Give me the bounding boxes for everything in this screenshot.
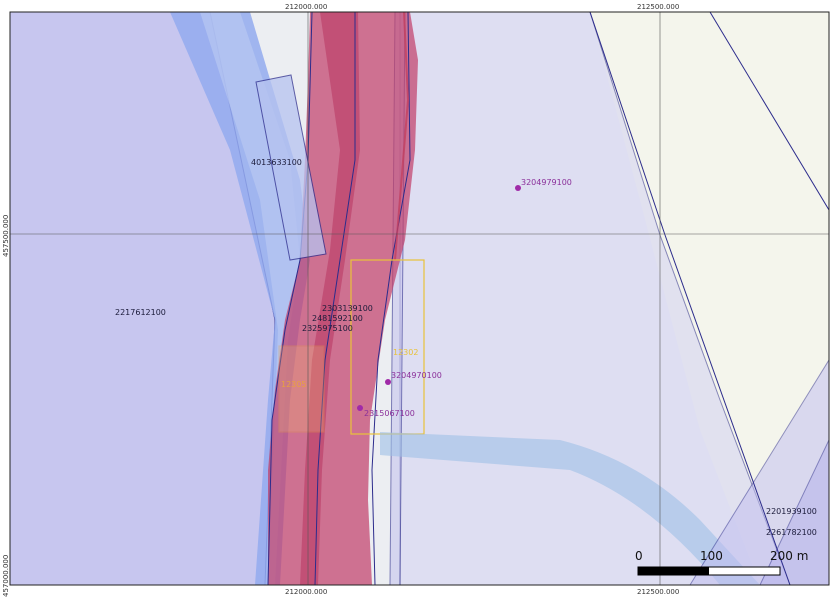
point-3204979100[interactable] — [515, 185, 521, 191]
parcel-label: 2303139100 — [322, 304, 373, 313]
coord-top-left: 212000.000 — [285, 3, 327, 11]
coord-bottom-left: 212000.000 — [285, 588, 327, 596]
parcel-boundary-line — [664, 234, 791, 585]
road-edge-mid — [314, 12, 356, 585]
zone-label: 12305 — [281, 380, 306, 389]
scale-bar: 0 100 200 m — [635, 549, 808, 576]
road-red-line — [394, 12, 410, 261]
point-label: 2315067100 — [364, 409, 415, 418]
scale-label-200: 200 m — [770, 549, 808, 563]
basemap-farmland — [590, 12, 829, 585]
coord-top-right: 212500.000 — [637, 3, 679, 11]
map-border — [9, 11, 830, 586]
road-inner-band — [300, 12, 360, 585]
point-2315067100[interactable] — [357, 405, 363, 411]
zone-12305-outline[interactable] — [278, 345, 325, 433]
parcel-4013633100-area[interactable] — [255, 74, 327, 261]
coord-left-upper: 457500.000 — [2, 215, 10, 257]
road-edge-west — [267, 12, 313, 585]
parcel-label: 2201939100 — [766, 507, 817, 516]
parcel-label: 2481592100 — [312, 314, 363, 323]
point-label: 3204979100 — [521, 178, 572, 187]
parcel-boundary-line — [589, 12, 666, 236]
scale-label-100: 100 — [700, 549, 723, 563]
parcel-label: 2217612100 — [115, 308, 166, 317]
parcel-boundary-line — [709, 12, 829, 211]
parcel-label: 2325975100 — [302, 324, 353, 333]
road-edge-east — [371, 12, 411, 585]
point-3204970100[interactable] — [385, 379, 391, 385]
coord-left-lower: 457000.000 — [2, 555, 10, 597]
parcel-label: 4013633100 — [251, 158, 302, 167]
coord-bottom-right: 212500.000 — [637, 588, 679, 596]
parcel-label: 2261782100 — [766, 528, 817, 537]
zone-label: 12302 — [393, 348, 418, 357]
scale-bar-black-segment — [638, 567, 709, 575]
point-label: 3204970100 — [391, 371, 442, 380]
scale-label-0: 0 — [635, 549, 643, 563]
